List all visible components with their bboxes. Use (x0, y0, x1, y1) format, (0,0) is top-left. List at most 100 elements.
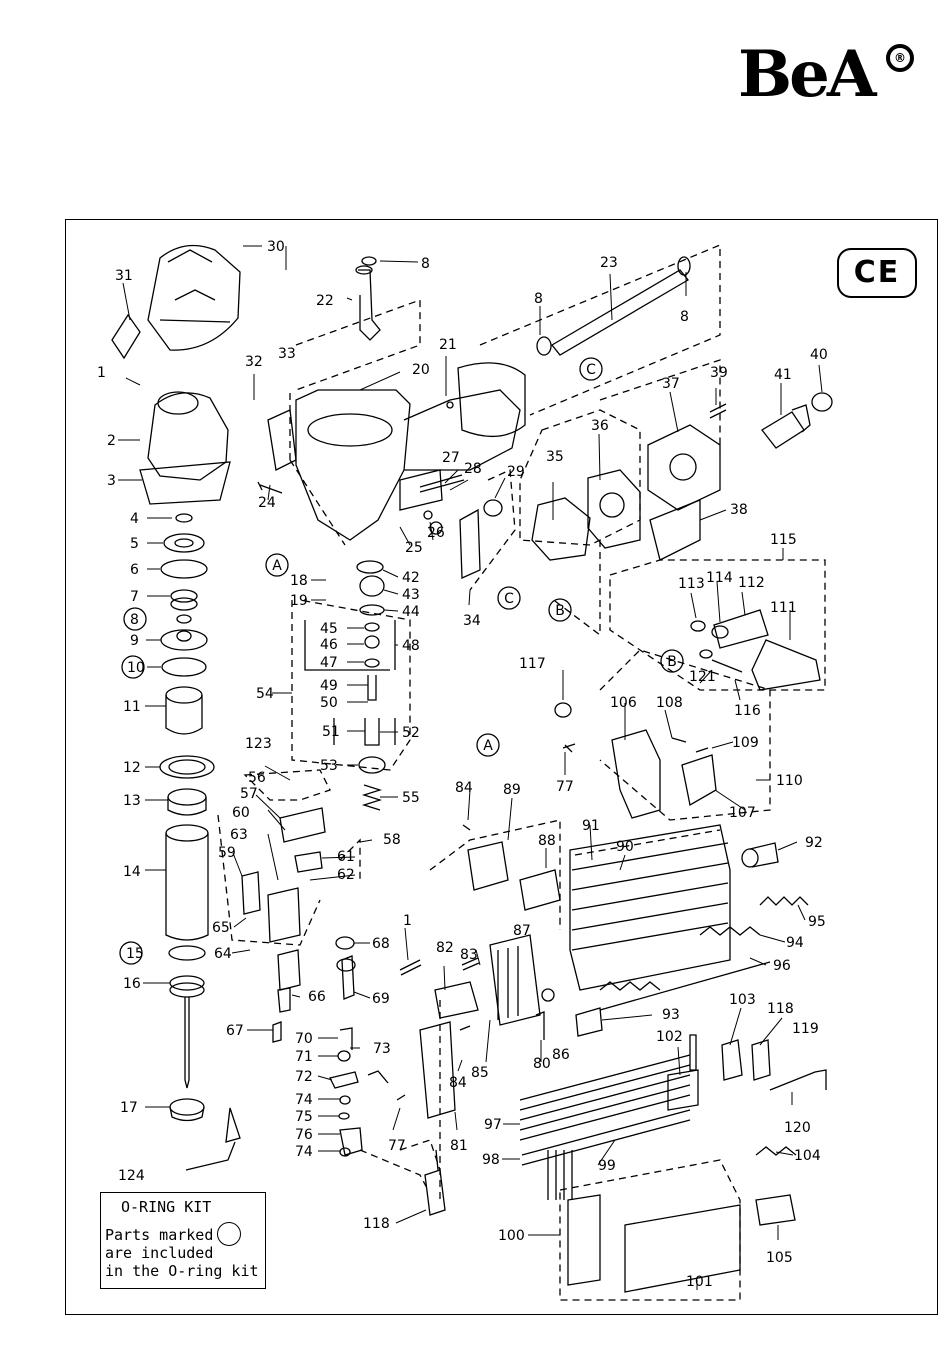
part-number-68: 68 (372, 936, 390, 952)
part-number-66: 66 (308, 989, 326, 1005)
oring-kit-line2: are included (105, 1244, 214, 1262)
marker-a-left: A (272, 558, 282, 574)
part-number-70: 70 (295, 1031, 313, 1047)
part-number-69: 69 (372, 991, 390, 1007)
part-number-67: 67 (226, 1023, 244, 1039)
part-number-54: 54 (256, 686, 274, 702)
part-number-111: 111 (770, 600, 797, 616)
part-number-14: 14 (123, 864, 141, 880)
part-number-53: 53 (320, 758, 338, 774)
part-number-104: 104 (794, 1148, 821, 1164)
part-number-88: 88 (538, 833, 556, 849)
part-number-109: 109 (732, 735, 759, 751)
part-number-18: 18 (290, 573, 308, 589)
part-number-63: 63 (230, 827, 248, 843)
part-number-90: 90 (616, 839, 634, 855)
bracket-38-shape (649, 499, 701, 561)
part-number-15: 15 (126, 946, 144, 962)
part-number-48: 48 (402, 638, 420, 654)
part-number-5: 5 (130, 536, 139, 552)
part-number-119: 119 (792, 1021, 819, 1037)
part-number-61: 61 (337, 849, 355, 865)
main-housing-shape (295, 389, 411, 541)
part-number-4: 4 (130, 511, 139, 527)
part-number-9: 9 (130, 633, 139, 649)
part-number-123: 123 (245, 736, 272, 752)
part-number-80: 80 (533, 1056, 551, 1072)
brand-name: BeA (738, 37, 876, 112)
label-plate-31 (111, 313, 141, 360)
part-number-46: 46 (320, 637, 338, 653)
part-number-22: 22 (316, 293, 334, 309)
view-marker-b-top (660, 649, 684, 673)
circled-15 (119, 941, 143, 965)
part-number-72: 72 (295, 1069, 313, 1085)
part-number-83: 83 (460, 947, 478, 963)
part-number-11: 11 (123, 699, 141, 715)
handle-end-shape (457, 362, 526, 438)
marker-c-bottom: C (504, 591, 514, 607)
part-number-42: 42 (402, 570, 420, 586)
part-number-77-1: 77 (556, 779, 574, 795)
gasket-35-shape (531, 497, 591, 561)
part-number-20: 20 (412, 362, 430, 378)
part-number-92: 92 (805, 835, 823, 851)
part-number-101: 101 (686, 1274, 713, 1290)
part-number-7: 7 (130, 589, 139, 605)
part-number-85: 85 (471, 1065, 489, 1081)
part-number-64: 64 (214, 946, 232, 962)
trigger-housing-shape (267, 887, 301, 943)
view-marker-b-mid (548, 598, 572, 622)
part-number-74-2: 74 (295, 1144, 313, 1160)
part-number-16: 16 (123, 976, 141, 992)
driver-guide-81-shape (419, 1021, 456, 1119)
part-number-1-2: 1 (403, 913, 412, 929)
part-number-29: 29 (507, 464, 525, 480)
part-number-89: 89 (503, 782, 521, 798)
part-number-74-1: 74 (295, 1092, 313, 1108)
part-number-107: 107 (729, 805, 756, 821)
part-number-77-2: 77 (388, 1138, 406, 1154)
oring-kit-title: O-RING KIT (121, 1198, 212, 1216)
marker-c-top: C (586, 362, 596, 378)
diagram-frame (65, 219, 938, 1315)
part-number-35: 35 (546, 449, 564, 465)
part-number-57: 57 (240, 786, 258, 802)
part-number-91: 91 (582, 818, 600, 834)
part-number-49: 49 (320, 678, 338, 694)
part-number-115: 115 (770, 532, 797, 548)
oring-kit-line3: in the O-ring kit (105, 1262, 259, 1280)
part-number-94: 94 (786, 935, 804, 951)
part-number-58: 58 (383, 832, 401, 848)
marker-b-mid: B (555, 603, 565, 619)
part-number-117: 117 (519, 656, 546, 672)
part-number-34: 34 (463, 613, 481, 629)
part-number-120: 120 (784, 1120, 811, 1136)
part-number-44: 44 (402, 604, 420, 620)
part-number-112: 112 (738, 575, 765, 591)
part-number-30: 30 (267, 239, 285, 255)
part-number-87: 87 (513, 923, 531, 939)
circled-10 (121, 655, 145, 679)
part-number-24: 24 (258, 495, 276, 511)
marker-a-right: A (483, 738, 493, 754)
part-number-51: 51 (322, 724, 340, 740)
part-number-118-2: 118 (767, 1001, 794, 1017)
part-number-84-1: 84 (455, 780, 473, 796)
part-number-105: 105 (766, 1250, 793, 1266)
circled-8 (123, 607, 147, 631)
part-number-71: 71 (295, 1049, 313, 1065)
part-number-39: 39 (710, 365, 728, 381)
oring-kit-line1: Parts marked (105, 1226, 214, 1244)
part-number-121: 121 (689, 669, 716, 685)
cylinder-cap-shape (147, 392, 229, 481)
part-number-47: 47 (320, 655, 338, 671)
part-number-10: 10 (127, 660, 145, 676)
part-number-2: 2 (107, 433, 116, 449)
magazine-body-shape (569, 824, 731, 991)
part-number-8-1: 8 (130, 612, 139, 628)
part-number-36: 36 (591, 418, 609, 434)
part-number-100: 100 (498, 1228, 525, 1244)
part-number-38: 38 (730, 502, 748, 518)
